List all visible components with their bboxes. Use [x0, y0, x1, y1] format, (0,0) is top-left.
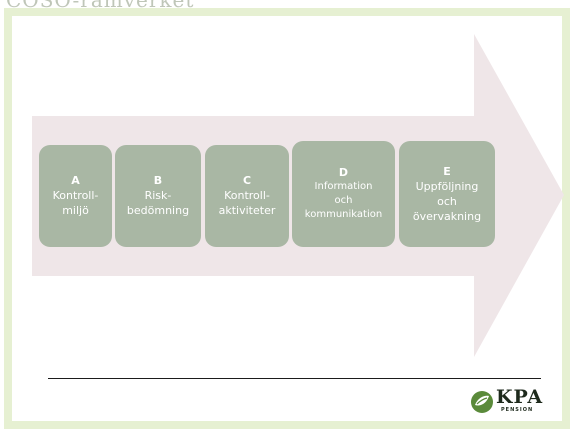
step-c-control-activities: C Kontroll- aktiviteter: [205, 145, 289, 247]
step-e-monitoring: E Uppföljning och övervakning: [399, 141, 495, 247]
step-letter: E: [443, 164, 451, 178]
step-label: Kontroll- aktiviteter: [218, 189, 276, 217]
kpa-pension-logo: KPA PENSION: [470, 386, 546, 418]
step-letter: B: [153, 174, 163, 187]
kpa-leaf-icon: [471, 391, 493, 413]
step-label: Information och kommunikation: [304, 181, 383, 220]
step-label: Kontroll- miljö: [52, 189, 99, 217]
step-label: Uppföljning och övervakning: [412, 179, 482, 223]
step-b-risk-assessment: B Risk- bedömning: [115, 145, 201, 247]
step-a-control-environment: A Kontroll- miljö: [39, 145, 112, 247]
step-letter: D: [338, 166, 349, 179]
step-d-information-communication: D Information och kommunikation: [292, 141, 395, 247]
step-label: Risk- bedömning: [126, 189, 190, 217]
logo-wordmark: KPA: [496, 386, 544, 408]
step-letter: A: [71, 174, 80, 187]
footer-divider: [48, 378, 541, 379]
logo-subtext: PENSION: [501, 407, 534, 413]
step-letter: C: [242, 174, 252, 187]
